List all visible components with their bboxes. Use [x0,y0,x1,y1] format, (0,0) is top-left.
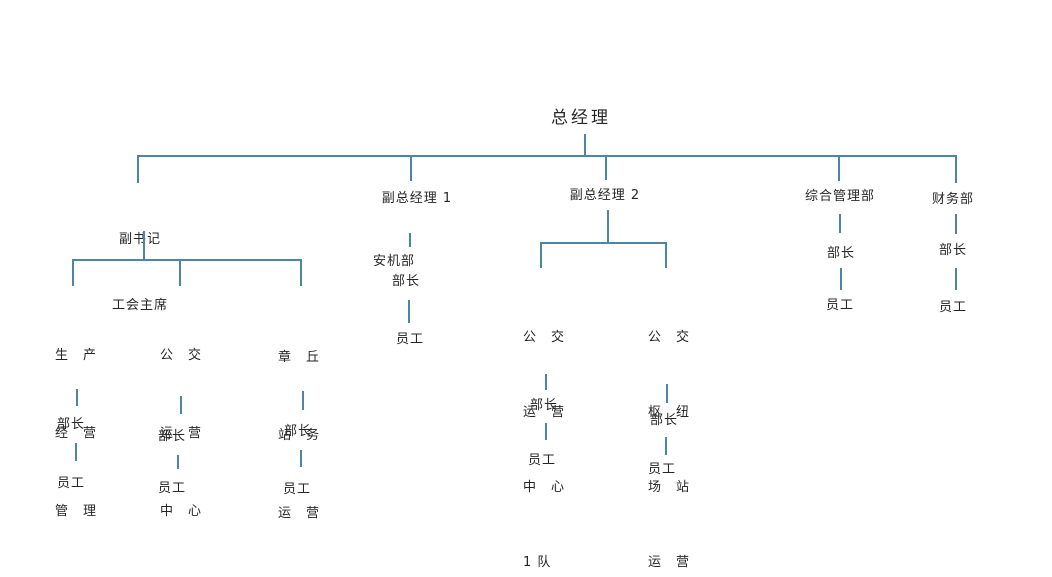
node-general-manager: 总经理 [551,108,611,128]
connector-hub-staff [665,437,667,455]
bus-center-1-line: 公 交 [523,330,566,345]
node-bus-center-1: 公 交 运 营 中 心 1 队 [523,275,565,577]
connector-drop-finance-dept [955,155,957,183]
production-dept-line: 经 营 [55,426,98,441]
connector-admin-director [839,214,841,233]
zhangqiu-center-line: 运 营 [278,506,321,521]
node-finance-dept: 财务部 [931,192,975,207]
anji-director-label: 部长 [392,274,421,289]
zhangqiu-staff-label: 员工 [282,482,312,497]
connector-zhangqiu-staff [300,450,302,467]
node-vice-gm-2: 副总经理 2 [569,188,641,203]
hub-director-label: 部长 [649,413,679,428]
connector-production-director [76,389,78,406]
connector-bus1-staff [545,423,547,440]
connector-deputy-secretary-down [143,231,145,259]
bus-center-2-line: 运 营 [160,426,203,441]
connector-drop-bus-center-2 [179,259,181,286]
production-staff-label: 员工 [56,476,86,491]
node-vice-gm-1: 副总经理 1 [381,191,453,206]
connector-drop-vice-gm-1 [410,155,412,181]
admin-staff-label: 员工 [825,298,855,313]
node-hub-center: 公 交 枢 纽 场 站 运 营 中心 [648,275,690,577]
connector-drop-zhangqiu-center [300,259,302,286]
connector-drop-deputy-secretary [137,155,139,183]
admin-director-label: 部长 [826,246,856,261]
connector-deputy-rail [72,259,302,261]
production-dept-line: 管 理 [55,504,98,519]
connector-root-drop [584,134,586,156]
hub-center-line: 枢 纽 [648,405,691,420]
connector-vgm1-down [409,233,411,247]
hub-center-line: 运 营 [648,555,691,570]
connector-drop-admin-dept [838,155,840,181]
node-admin-dept: 综合管理部 [804,189,876,204]
connector-drop-bus-center-1 [540,242,542,268]
connector-vgm2-rail [540,242,667,244]
bus-center-2-line: 公 交 [160,348,203,363]
node-production-dept: 生 产 经 营 管 理 部 [55,291,97,577]
connector-vgm2-down [607,210,609,243]
zhangqiu-center-line: 站 务 [278,428,321,443]
connector-bus2-staff [177,455,179,469]
zhangqiu-director-label: 部长 [283,424,313,439]
anji-staff-label: 员工 [395,332,425,347]
connector-hub-director [666,384,668,403]
zhangqiu-center-line: 章 丘 [278,350,321,365]
bus2-staff-label: 员工 [157,481,187,496]
connector-admin-staff [840,268,842,290]
bus1-staff-label: 员工 [527,453,557,468]
bus-center-1-line: 1 队 [523,555,552,570]
connector-finance-director [955,214,957,234]
deputy-secretary-line1: 副书记 [118,232,162,247]
union-chairman-line2: 工会主席 [111,298,169,313]
connector-drop-production-dept [72,259,74,286]
connector-drop-vice-gm-2 [605,155,607,180]
connector-drop-hub-center [665,242,667,268]
bus2-director-label: 部长 [157,429,187,444]
connector-production-staff [75,443,77,461]
hub-center-line: 公 交 [648,330,691,345]
production-director-label: 部长 [56,417,86,432]
finance-director-label: 部长 [938,243,968,258]
bus-center-1-line: 中 心 [523,480,566,495]
connector-anji-staff [408,300,410,323]
connector-top-rail [137,155,957,157]
bus-center-1-line: 运 营 [523,405,566,420]
connector-bus2-director [180,396,182,414]
bus-center-2-line: 中 心 [160,504,203,519]
connector-bus1-director [545,374,547,390]
connector-zhangqiu-director [302,391,304,410]
node-anji-dept: 安机部 [373,254,416,269]
node-deputy-secretary: 副书记 工会主席 [112,185,168,361]
connector-finance-staff [955,268,957,290]
node-zhangqiu-center: 章 丘 站 务 运 营 中心 [278,293,320,577]
node-bus-center-2: 公 交 运 营 中 心 2 队 [160,291,202,577]
production-dept-line: 生 产 [55,348,98,363]
hub-center-line: 场 站 [648,480,691,495]
bus1-director-label: 部长 [529,398,559,413]
finance-staff-label: 员工 [938,300,968,315]
hub-staff-label: 员工 [647,462,677,477]
